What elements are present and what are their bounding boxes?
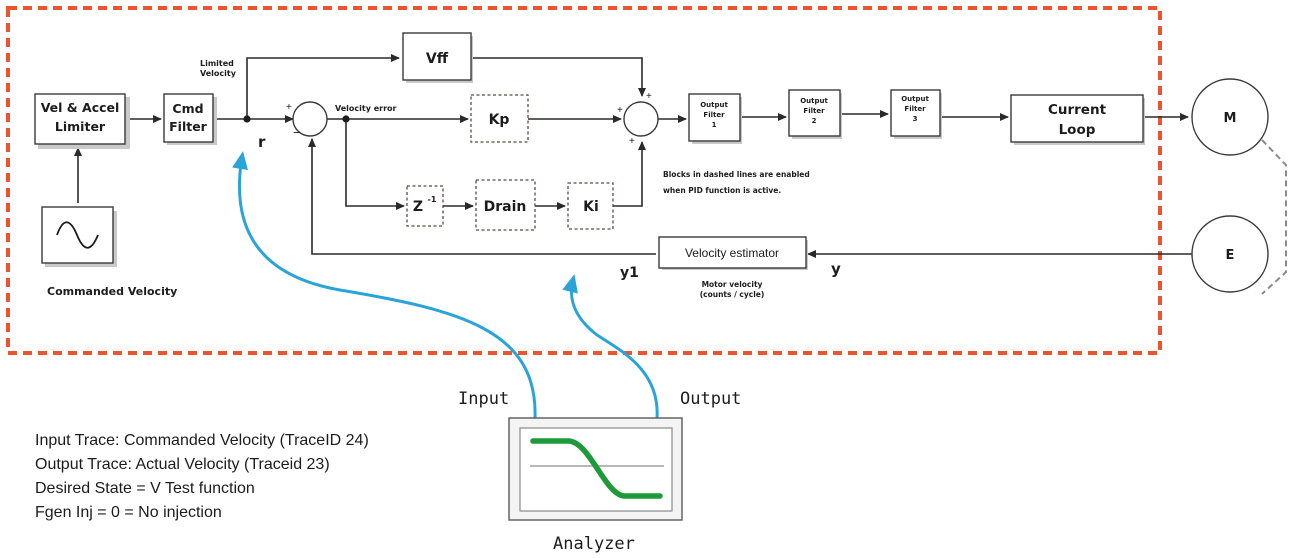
- ki-block: [567, 182, 614, 230]
- pid-enclosure-border: [6, 6, 1162, 355]
- sign-plus-vff: +: [646, 91, 652, 102]
- sign-plus-ki: +: [629, 136, 635, 147]
- motor-circle: [1191, 78, 1269, 156]
- limited-velocity-line1: Limited: [200, 59, 234, 68]
- sign-plus-kp: +: [617, 105, 623, 116]
- output-filter-3-line3: 3: [913, 115, 918, 123]
- motor-label: M: [1224, 111, 1237, 126]
- vel-accel-limiter-block: [34, 93, 126, 145]
- output-filter-1-block: [688, 93, 741, 142]
- vel-accel-limiter-line1: Vel & Accel: [41, 100, 120, 115]
- cmd-filter-line2: Filter: [169, 119, 208, 134]
- pid-note-line1: Blocks in dashed lines are enabled: [663, 170, 810, 179]
- velocity-error-label: Velocity error: [335, 104, 397, 113]
- summing-junction-output: [623, 101, 659, 137]
- kp-label: Kp: [489, 112, 510, 128]
- drain-label: Drain: [484, 199, 527, 215]
- y1-label: y1: [620, 265, 639, 281]
- input-probe-arrow: [232, 151, 537, 419]
- cmd-filter-line1: Cmd: [172, 101, 203, 116]
- output-probe-arrow: [562, 274, 659, 419]
- output-label: Output: [680, 389, 741, 409]
- y-label: y: [831, 260, 841, 278]
- output-filter-1-line3: 1: [712, 121, 717, 129]
- kp-block: [470, 94, 529, 143]
- info-line-output-trace: Output Trace: Actual Velocity (Traceid 2…: [35, 456, 330, 473]
- output-filter-3-block: [890, 89, 941, 137]
- analyzer-caption: Analyzer: [553, 534, 635, 554]
- velocity-estimator-block: [658, 236, 807, 269]
- info-line-fgen-inj: Fgen Inj = 0 = No injection: [35, 504, 222, 521]
- velocity-estimator-label: Velocity estimator: [685, 246, 779, 260]
- output-filter-1-line2: Filter: [703, 111, 725, 119]
- drain-block: [475, 179, 536, 231]
- output-filter-3-line2: Filter: [904, 105, 926, 113]
- pid-note-line2: when PID function is active.: [663, 186, 781, 195]
- ki-label: Ki: [583, 199, 599, 215]
- z-inverse-block: [406, 185, 444, 227]
- output-filter-1-line1: Output: [700, 101, 728, 109]
- vff-block: [402, 32, 472, 81]
- motor-velocity-line1: Motor velocity: [702, 280, 763, 289]
- z-inverse-label: Z: [413, 199, 423, 215]
- branch-dot-error: [342, 115, 350, 123]
- output-filter-3-line1: Output: [901, 95, 929, 103]
- encoder-circle: [1191, 215, 1269, 293]
- cmd-filter-block: [163, 93, 214, 143]
- sign-minus-feedback: −: [293, 125, 301, 140]
- signal-wires: [74, 54, 1195, 258]
- vff-label: Vff: [426, 51, 449, 67]
- current-loop-line2: Loop: [1059, 122, 1096, 138]
- commanded-velocity-label: Commanded Velocity: [47, 285, 177, 298]
- branch-dot-r: [243, 115, 251, 123]
- vel-accel-limiter-line2: Limiter: [55, 119, 106, 134]
- info-line-desired-state: Desired State = V Test function: [35, 480, 255, 497]
- info-line-input-trace: Input Trace: Commanded Velocity (TraceID…: [35, 432, 369, 449]
- z-inverse-exponent: -1: [428, 195, 437, 204]
- limited-velocity-line2: Velocity: [200, 69, 237, 78]
- r-label: r: [258, 133, 266, 151]
- motor-encoder-coupling: [1261, 139, 1287, 295]
- output-filter-2-block: [788, 89, 841, 137]
- encoder-label: E: [1226, 248, 1235, 263]
- sign-plus-r: +: [286, 102, 292, 113]
- motor-velocity-line2: (counts / cycle): [700, 290, 765, 299]
- summing-junction-error: [292, 101, 328, 137]
- sine-wave-icon: [56, 221, 99, 249]
- output-filter-2-line1: Output: [800, 97, 828, 105]
- current-loop-line1: Current: [1048, 102, 1107, 118]
- output-filter-2-line3: 2: [812, 117, 817, 125]
- output-filter-2-line2: Filter: [803, 107, 825, 115]
- current-loop-block: [1010, 94, 1144, 143]
- analyzer-trace: [530, 438, 663, 499]
- input-label: Input: [458, 389, 509, 409]
